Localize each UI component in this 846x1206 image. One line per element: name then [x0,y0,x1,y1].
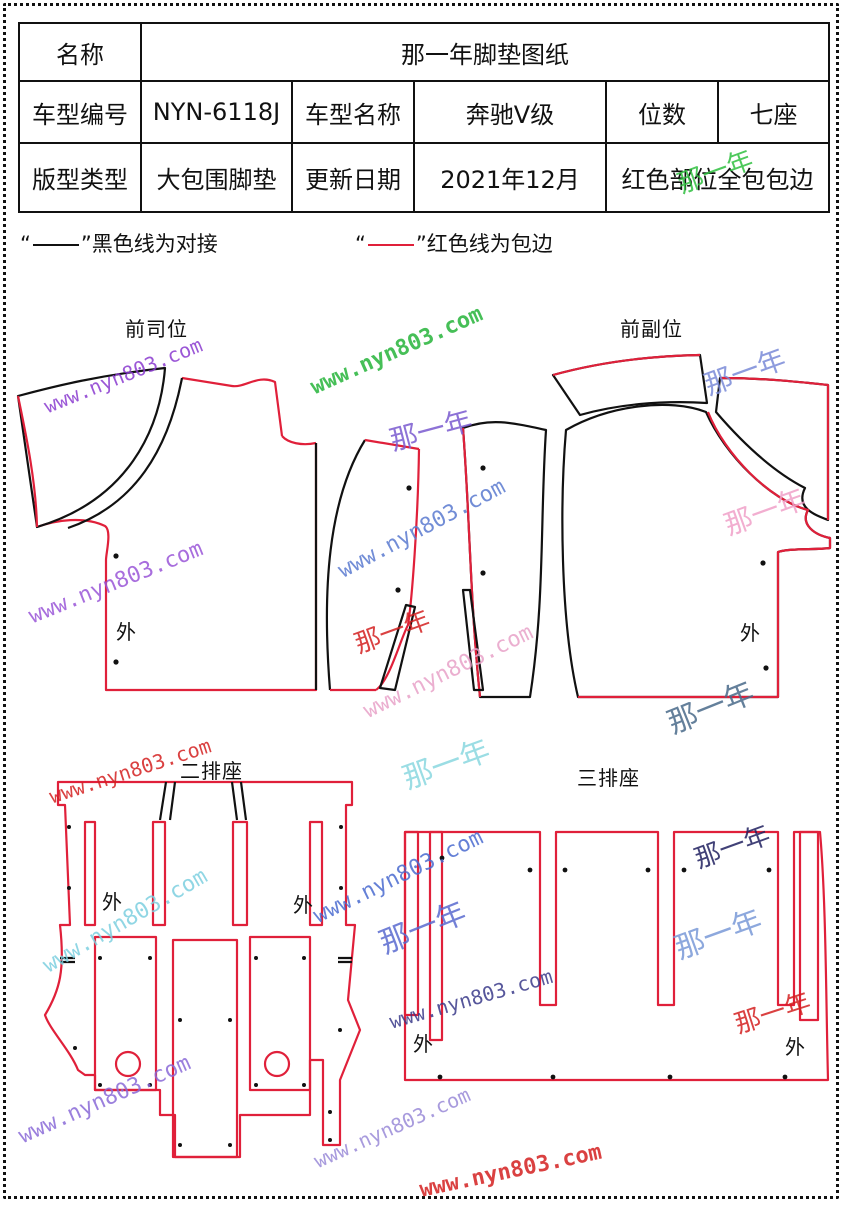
outer-mark-front-passenger: 外 [740,621,761,645]
model-name: 奔驰V级 [413,80,607,144]
section-label-front-driver: 前司位 [125,317,188,341]
positioning-holes [67,465,788,1147]
spec-table: 名称 那一年脚垫图纸 车型编号 NYN-6118J 车型名称 奔驰V级 位数 七… [18,22,830,213]
type-value: 大包围脚垫 [140,142,293,213]
outer-mark-third-left: 外 [413,1032,434,1056]
seats-label: 位数 [605,80,719,144]
section-label-second-row: 二排座 [180,759,243,783]
model-name-label: 车型名称 [291,80,415,144]
page-border [3,3,839,1199]
front-driver-side-strip [325,438,421,692]
front-driver-main-pattern [16,366,318,692]
black-line-swatch [32,244,79,246]
second-row-pattern [43,780,362,1159]
outer-mark-second-left: 外 [102,890,123,914]
date-value: 2021年12月 [413,142,607,213]
edge-note: 红色部位全包包边 [605,142,830,213]
section-label-front-passenger: 前副位 [620,317,683,341]
section-label-third-row: 三排座 [577,766,640,790]
red-line-swatch [367,244,414,246]
name-label: 名称 [18,22,142,82]
seats-value: 七座 [717,80,830,144]
third-row-pattern [403,830,830,1082]
model-code-label: 车型编号 [18,80,142,144]
legend-red: “”红色线为包边 [355,232,553,256]
outer-mark-second-right: 外 [293,893,314,917]
outer-mark-third-right: 外 [785,1035,806,1059]
drawing-title: 那一年脚垫图纸 [140,22,830,82]
date-label: 更新日期 [291,142,415,213]
outer-mark-front-driver: 外 [116,620,137,644]
type-label: 版型类型 [18,142,142,213]
front-passenger-pieces [461,353,832,699]
model-code: NYN-6118J [140,80,293,144]
legend-black: “”黑色线为对接 [20,232,218,256]
